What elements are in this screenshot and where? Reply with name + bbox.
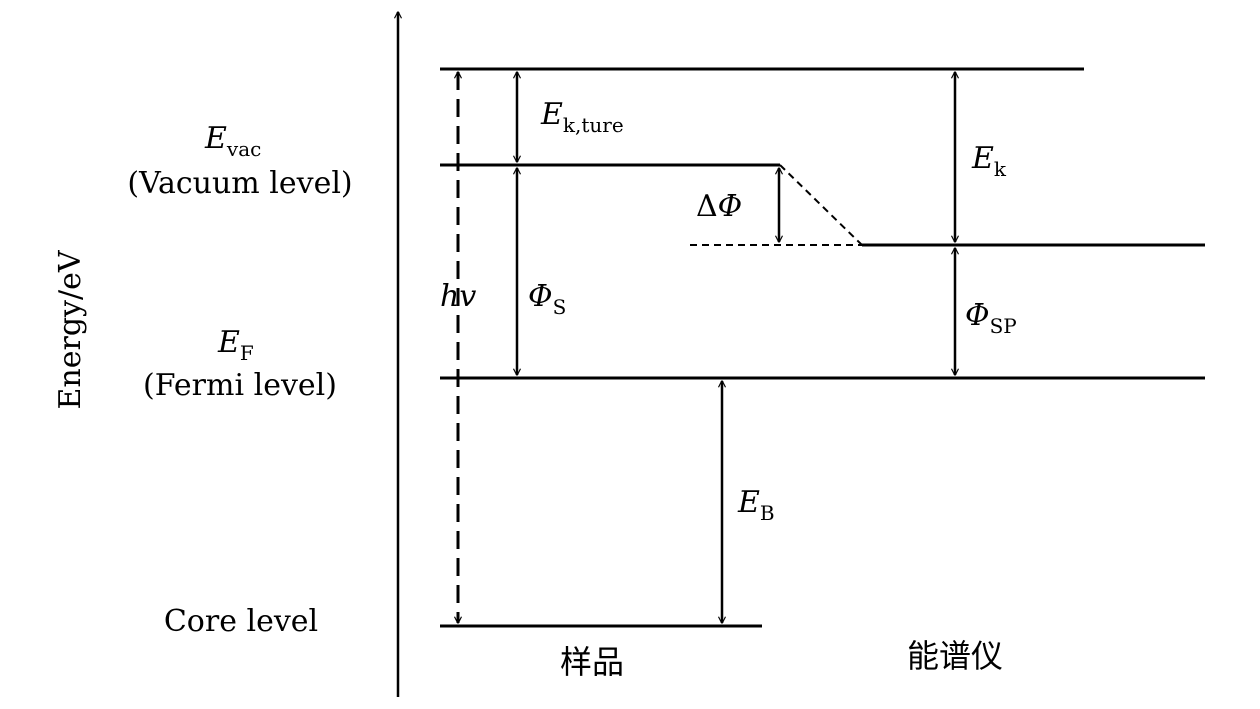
vacuum-level-shift-dashed <box>779 164 863 246</box>
core-level-name: Core level <box>164 604 318 639</box>
fermi-level-symbol: EF <box>217 325 254 365</box>
hv-label: hv <box>440 279 476 314</box>
delta-phi-label: ΔΦ <box>696 189 742 224</box>
phi-s-label: ΦS <box>528 279 566 319</box>
spectrometer-label: 能谱仪 <box>907 637 1003 675</box>
ek-true-label: Ek,ture <box>540 97 624 137</box>
phi-sp-label: ΦSP <box>965 298 1017 338</box>
vacuum-level-symbol: Evac <box>204 121 261 161</box>
fermi-level-name: (Fermi level) <box>143 368 337 403</box>
eb-label: EB <box>737 485 775 525</box>
vacuum-level-name: (Vacuum level) <box>127 166 352 201</box>
sample-label: 样品 <box>560 643 624 681</box>
axis-label: Energy/eV <box>53 249 88 409</box>
ek-label: Ek <box>971 141 1007 181</box>
